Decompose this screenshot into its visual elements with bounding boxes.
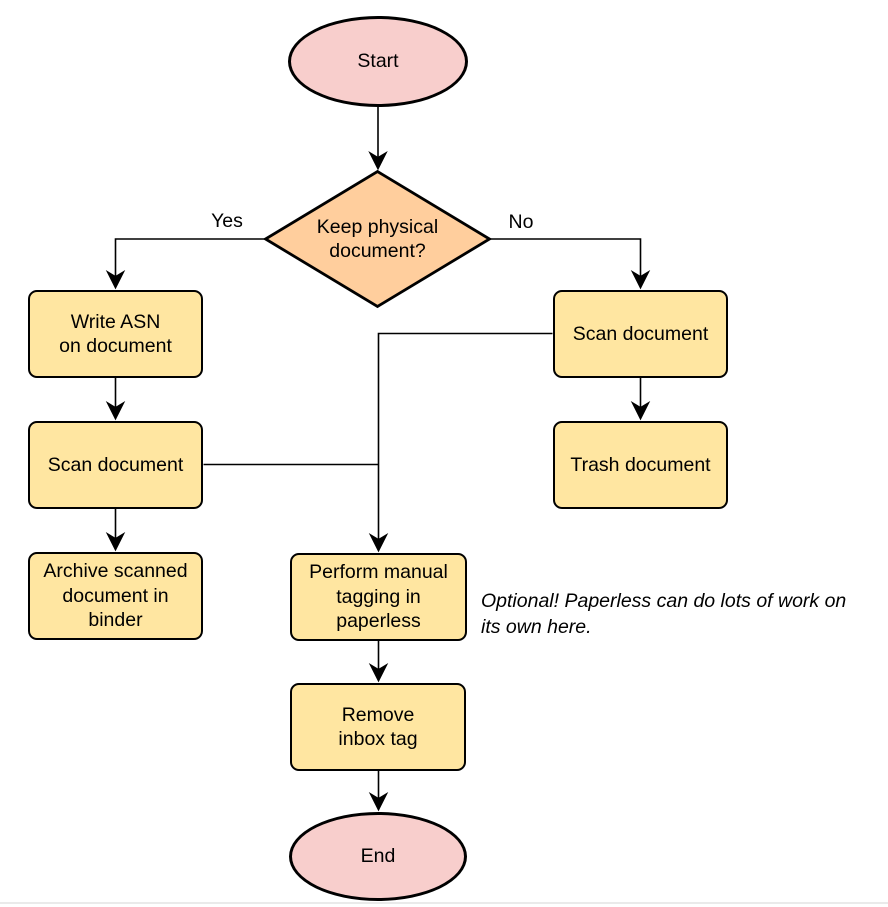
- scan-document-left-label: Scan document: [47, 453, 184, 476]
- end-label: End: [360, 845, 396, 868]
- edge-decision-yes-to-write-asn: [105, 238, 265, 290]
- yes-edge-label: Yes: [211, 210, 243, 232]
- optional-note: Optional! Paperless can do lots of work …: [481, 590, 847, 638]
- bottom-edge-line: [0, 902, 888, 904]
- decision-diamond-shape: [262, 169, 493, 309]
- process-trash-document: Trash document: [553, 421, 728, 509]
- edge-scan-right-to-tagging: [368, 332, 553, 553]
- start-label: Start: [357, 50, 399, 73]
- no-edge-label: No: [508, 211, 534, 233]
- trash-document-label: Trash document: [570, 453, 711, 476]
- edge-decision-no-to-scan: [489, 238, 651, 290]
- start-terminator: Start: [288, 16, 468, 107]
- process-scan-document-left: Scan document: [28, 421, 203, 509]
- scan-document-right-label: Scan document: [572, 322, 709, 345]
- process-scan-document-right: Scan document: [553, 290, 728, 378]
- end-terminator: End: [289, 812, 467, 901]
